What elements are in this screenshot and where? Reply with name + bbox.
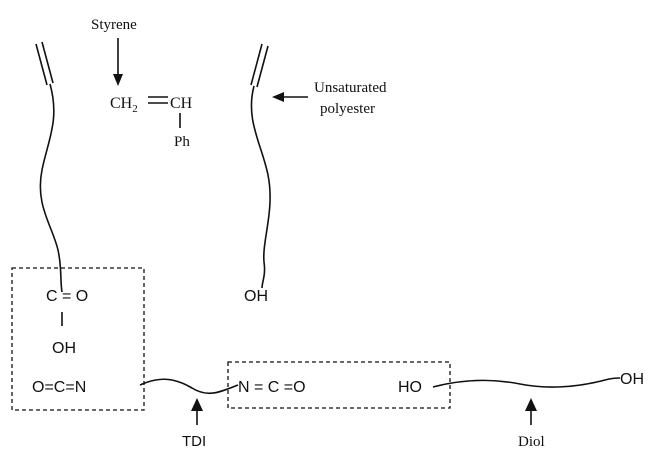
tdi-label: TDI — [182, 433, 206, 450]
diol-chain — [432, 377, 621, 388]
phenyl-label: Ph — [174, 134, 190, 150]
unsaturated-label-line2: polyester — [320, 101, 375, 117]
styrene-molecule: CH2 CH Ph — [110, 95, 193, 150]
ch2-label: CH2 — [110, 95, 138, 115]
left-isocyanate-label: O=C=N — [32, 379, 86, 396]
tdi-arrow — [191, 398, 203, 425]
carbonyl-label: C = O — [46, 288, 88, 305]
ch-label: CH — [170, 95, 193, 112]
styrene-arrow — [113, 38, 123, 86]
unsaturated-label-line1: Unsaturated — [314, 80, 387, 96]
right-polyester-chain — [250, 43, 271, 289]
ho-label: HO — [398, 379, 422, 396]
diol-label: Diol — [518, 434, 545, 450]
right-isocyanate-label: N = C =O — [238, 379, 306, 396]
diol-hydroxyl-label: OH — [620, 371, 644, 388]
carboxyl-isocyanate-box — [11, 267, 145, 411]
left-polyester-chain — [35, 41, 63, 293]
unsaturated-arrow — [272, 92, 308, 102]
isocyanate-hydroxyl-box — [227, 361, 451, 409]
styrene-label: Styrene — [91, 17, 137, 33]
tdi-backbone — [139, 378, 239, 395]
diol-arrow — [525, 398, 537, 425]
chain-hydroxyl-label: OH — [244, 288, 268, 305]
acid-hydroxyl-label: OH — [52, 340, 76, 357]
